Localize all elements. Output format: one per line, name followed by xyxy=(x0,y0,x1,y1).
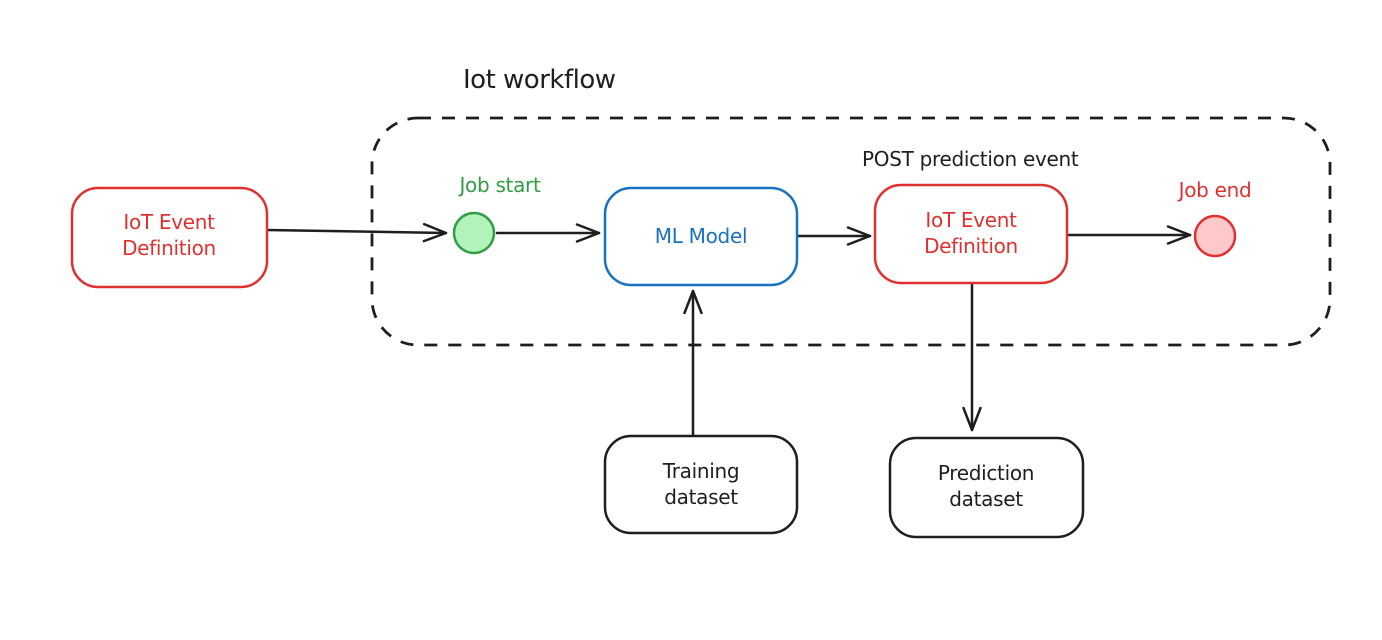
ml-model-label: ML Model xyxy=(655,224,747,248)
node-training-dataset xyxy=(603,434,799,535)
prediction-dataset-label-line1: Prediction xyxy=(938,461,1034,485)
node-prediction-dataset xyxy=(888,436,1085,539)
post-prediction-event-label: POST prediction event xyxy=(862,147,1079,171)
job-start-label: Job start xyxy=(457,173,541,197)
iot-workflow-title: Iot workflow xyxy=(463,65,616,95)
prediction-dataset-label-line2: dataset xyxy=(949,487,1023,511)
iot-event-left-label-line2: Definition xyxy=(122,236,216,260)
job-end-circle xyxy=(1193,214,1237,258)
training-dataset-label-line2: dataset xyxy=(664,485,738,509)
iot-event-left-label-line1: IoT Event xyxy=(123,210,215,234)
arrow-iot-left-to-job-start xyxy=(265,222,448,243)
iot-event-right-label-line1: IoT Event xyxy=(925,208,1017,232)
job-end-label: Job end xyxy=(1177,178,1252,202)
node-iot-event-definition-right xyxy=(873,183,1069,285)
node-ml-model xyxy=(603,186,799,287)
job-start-circle xyxy=(452,211,496,255)
node-iot-event-definition-left xyxy=(70,186,269,289)
training-dataset-label-line1: Training xyxy=(662,459,740,483)
iot-workflow-container xyxy=(370,116,1332,347)
iot-event-right-label-line2: Definition xyxy=(924,234,1018,258)
